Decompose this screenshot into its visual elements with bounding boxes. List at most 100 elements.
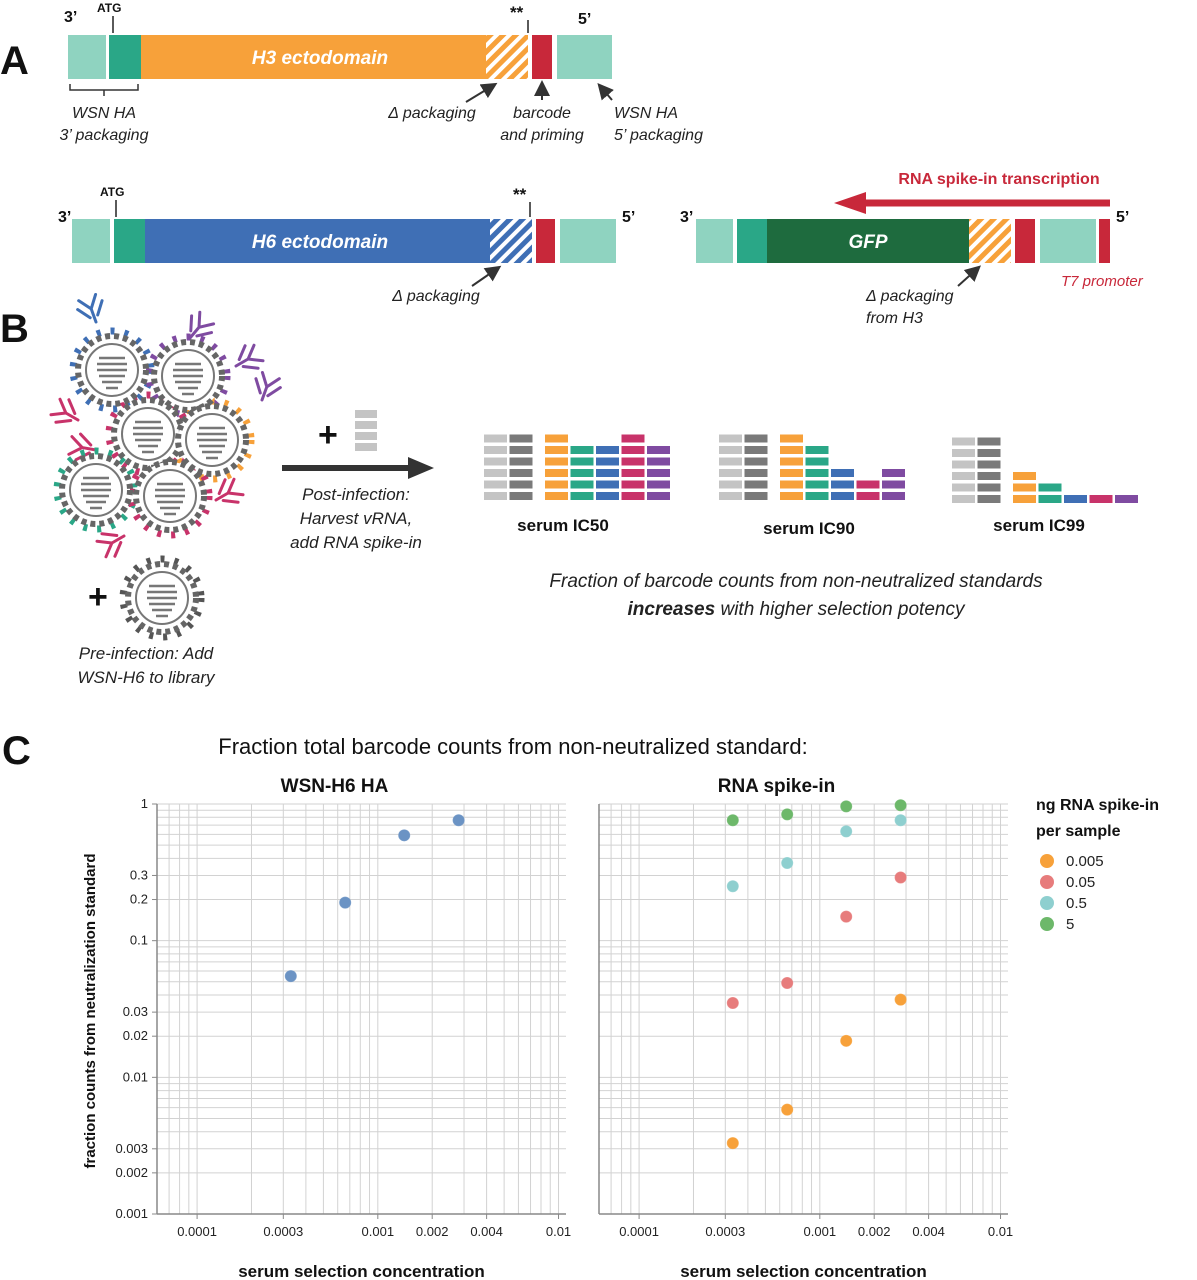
panel-b-caption-line-2: increases with higher selection potency: [628, 599, 966, 620]
barcode-block-0-3-2: [545, 469, 568, 477]
plus-sign-pre: +: [88, 578, 108, 616]
barcode-block-1-7-2: [882, 469, 905, 477]
barcode-block-1-1-4: [744, 446, 768, 454]
barcode-block-0-1-0: [509, 492, 533, 500]
gfp-delta-label-2: from H3: [866, 310, 923, 327]
y-tick-label: 1: [141, 796, 148, 811]
barcode-block-2-0-1: [952, 483, 975, 492]
data-point-2-3: [894, 814, 907, 827]
post-infection-label-2: Harvest vRNA,: [300, 509, 412, 528]
barcode-block-0-7-3: [647, 457, 670, 466]
legend-label-2: 0.5: [1066, 895, 1087, 912]
gfp-3prime-label: 3’: [680, 209, 693, 226]
x-axis-label: serum selection concentration: [238, 1262, 485, 1280]
barcode-block-2-1-3: [977, 460, 1001, 469]
panel-c-heading: Fraction total barcode counts from non-n…: [218, 734, 807, 759]
pre-infection-label-2: WSN-H6 to library: [78, 668, 216, 687]
barcode-block-1-4-1: [805, 480, 829, 489]
barcode-block-2-0-5: [952, 437, 975, 446]
x-tick-label: 0.0001: [177, 1224, 217, 1239]
x-tick-label: 0.002: [416, 1224, 449, 1239]
data-point-0-0: [726, 1137, 739, 1150]
gfp-wsn5-segment: [1040, 219, 1096, 263]
barcode-block-0-3-4: [545, 446, 568, 454]
barcode-block-0-5-0: [596, 492, 619, 500]
data-point-1-2: [840, 910, 853, 923]
gfp-start-segment: [737, 219, 767, 263]
barcode-block-1-0-4: [719, 446, 742, 454]
barcode-block-2-3-0: [1013, 495, 1036, 503]
x-tick-label: 0.0003: [263, 1224, 303, 1239]
h3-barcode-label-2: and priming: [500, 127, 584, 144]
barcode-block-1-0-1: [719, 480, 742, 489]
h3-wsn3-segment: [68, 35, 106, 79]
barcode-block-1-4-3: [805, 457, 829, 466]
barcode-block-0-6-2: [621, 469, 645, 477]
barcode-block-0-7-2: [647, 469, 670, 477]
barcode-block-1-4-2: [805, 469, 829, 477]
caption-rest: with higher selection potency: [715, 599, 966, 620]
h6-ectodomain-segment: [145, 219, 490, 263]
barcode-block-2-5-0: [1064, 495, 1087, 503]
barcode-block-1-1-2: [744, 469, 768, 477]
gfp-label: GFP: [848, 232, 887, 253]
y-tick-label: 0.02: [123, 1028, 148, 1043]
barcode-block-1-1-1: [744, 480, 768, 489]
x-tick-label: 0.0003: [705, 1224, 745, 1239]
data-point-3-1: [781, 808, 794, 821]
x-axis-label: serum selection concentration: [680, 1262, 927, 1280]
barcode-block-1-0-3: [719, 457, 742, 466]
barcode-block-0-1-3: [509, 457, 533, 466]
data-point-0-1: [339, 896, 352, 909]
h3-wsn5-segment: [557, 35, 612, 79]
h6-wsn3-segment: [72, 219, 110, 263]
data-point-0-3: [452, 814, 465, 827]
barcode-block-2-1-5: [977, 437, 1001, 446]
h3-barcode-segment: [532, 35, 552, 79]
barcode-block-2-0-3: [952, 460, 975, 469]
h3-ectodomain-segment: [141, 35, 486, 79]
y-tick-label: 0.1: [130, 933, 148, 948]
gfp-wsn3-segment: [696, 219, 733, 263]
data-point-1-1: [781, 977, 794, 990]
barcode-block-0-3-0: [545, 492, 568, 500]
data-point-3-0: [726, 814, 739, 827]
x-tick-label: 0.001: [804, 1224, 837, 1239]
h6-ectodomain-label: H6 ectodomain: [252, 232, 388, 253]
h3-stop-stars: **: [510, 3, 524, 22]
barcode-block-1-3-3: [780, 457, 803, 466]
x-tick-label: 0.01: [546, 1224, 571, 1239]
barcode-block-0-5-3: [596, 457, 619, 466]
t7-promoter-segment: [1099, 219, 1110, 263]
barcode-block-1-1-0: [744, 492, 768, 500]
y-tick-label: 0.003: [115, 1141, 148, 1156]
panel-label-b: B: [0, 307, 29, 351]
barcode-block-2-7-0: [1115, 495, 1138, 503]
barcode-block-1-0-0: [719, 492, 742, 500]
x-tick-label: 0.0001: [619, 1224, 659, 1239]
legend-swatch-3: [1040, 917, 1054, 931]
barcode-block-2-1-0: [977, 495, 1001, 503]
transcription-label: RNA spike-in transcription: [898, 171, 1099, 188]
barcode-block-0-7-0: [647, 492, 670, 500]
caption-increases-bold: increases: [628, 599, 716, 620]
h3-atg-label: ATG: [97, 1, 121, 15]
h6-wsn5-segment: [560, 219, 616, 263]
panel-label-c: C: [2, 729, 31, 773]
gfp-construct: 3’ 5’ RNA spike-in transcription GFP T7 …: [680, 171, 1144, 327]
barcode-count-blocks: [484, 434, 1138, 503]
barcode-block-0-1-4: [509, 446, 533, 454]
barcode-block-1-7-1: [882, 480, 905, 489]
barcode-block-0-6-3: [621, 457, 645, 466]
panel-b-caption-line-1: Fraction of barcode counts from non-neut…: [549, 571, 1043, 592]
barcode-block-0-6-0: [621, 492, 645, 500]
barcode-block-2-4-0: [1038, 495, 1062, 503]
data-point-1-0: [726, 996, 739, 1009]
barcode-block-0-4-3: [570, 457, 594, 466]
t7-promoter-label: T7 promoter: [1061, 273, 1144, 290]
barcode-block-0-5-2: [596, 469, 619, 477]
barcode-block-0-6-5: [621, 434, 645, 443]
barcode-block-0-1-2: [509, 469, 533, 477]
barcode-block-0-3-5: [545, 434, 568, 443]
